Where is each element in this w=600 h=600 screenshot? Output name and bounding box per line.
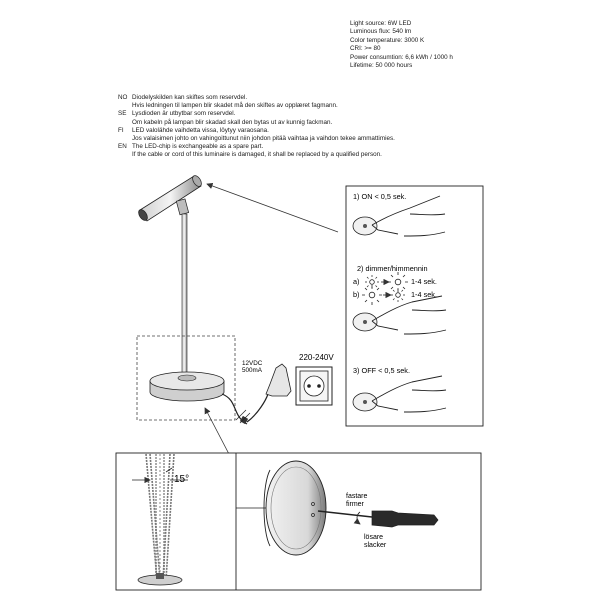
slacker-label-2: slacker [364,542,387,549]
dim-a-time: 1-4 sek. [411,277,437,286]
note-no-line2: Hvis ledningen til lampen blir skadet må… [132,102,338,110]
wall-socket-illustration [295,366,333,406]
spec-luminous-flux: Luminous flux: 540 lm [350,28,412,36]
sun-bright-to-dim-icon [362,285,405,305]
hand-touch-dimmer-illustration [352,295,447,335]
arrow-to-base [204,407,231,457]
slacker-label-1: lösare [364,534,383,541]
firmer-label-2: firmer [346,501,365,508]
note-se: SE Lysdioden är utbytbar som reservdel. [118,110,395,118]
multilingual-notes: NO Diodelyskilden kan skiftes som reserv… [118,94,395,160]
lang-code-fi: FI [118,126,124,134]
note-se-line1: Lysdioden är utbytbar som reservdel. [132,110,236,118]
note-fi: FI LED valolähde vaihdetta vissa, löytyy… [118,127,395,135]
spec-power-consumption: Power consumtion: 6,6 kWh / 1000 h [350,53,453,61]
note-en: EN The LED-chip is exchangeable as a spa… [118,143,395,151]
sun-dim-to-bright-icon [365,272,408,292]
spec-color-temperature: Color temperature: 3000 K [350,36,425,44]
note-no-line1: Diodelyskilden kan skiftes som reservdel… [132,94,248,101]
screwdriver-illustration [317,510,439,528]
lang-code-no: NO [118,94,128,101]
base-disc-illustration [236,460,327,556]
lang-code-se: SE [118,110,127,118]
hand-touch-off-illustration [352,375,447,413]
spec-lifetime: Lifetime: 50 000 hours [350,62,413,70]
note-en-line1: The LED-chip is exchangeable as a spare … [132,143,264,151]
pole-angle-illustration [132,453,188,586]
power-adapter-illustration [221,363,292,425]
dim-b-time: 1-4 sek. [411,290,437,299]
voltage-label: 220-240V [299,353,334,362]
note-se-line2: Om kabeln på lampan blir skadad skall de… [132,118,333,126]
step-dimmer-label: 2) dimmer/himmennin [357,264,428,273]
dim-b-prefix: b) [353,290,360,299]
step-off-label: 3) OFF < 0,5 sek. [353,366,410,375]
lamp-base-illustration [149,371,225,402]
angle-label: 15° [174,474,189,485]
note-fi-line1: LED valolähde vaihdetta vissa, löytyy va… [132,126,269,134]
note-no: NO Diodelyskilden kan skiftes som reserv… [118,94,395,102]
detail-dashed-box [136,335,236,421]
note-fi-line2: Jos valaisimen johto on vahingoittunut n… [132,135,395,143]
note-en-line2: If the cable or cord of this luminaire i… [132,151,382,159]
hand-touch-on-illustration [352,195,446,237]
lamp-head-illustration [138,175,202,222]
adapter-label-1: 12VDC [242,360,263,367]
lamp-pole [181,213,188,375]
firmer-label-1: fastare [346,493,368,500]
spec-cri: CRI: >= 80 [350,45,381,53]
step-on-label: 1) ON < 0,5 sek. [353,192,406,201]
spec-light-source: Light source: 6W LED [350,20,412,27]
adapter-label-2: 500mA [242,367,263,374]
arrow-to-lamp-head [206,182,339,233]
lang-code-en: EN [118,143,127,151]
specifications-block: Light source: 6W LED Luminous flux: 540 … [350,20,453,70]
dim-a-prefix: a) [353,277,360,286]
